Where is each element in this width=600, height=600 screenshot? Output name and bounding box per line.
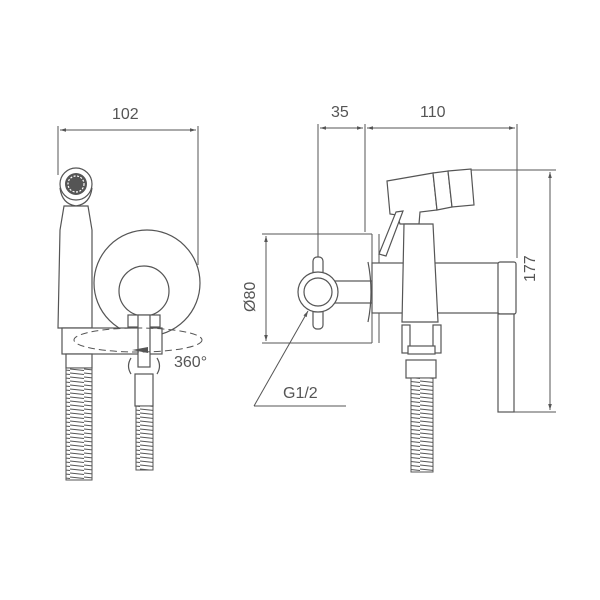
side-view xyxy=(253,124,556,473)
label-rotation-360: 360° xyxy=(174,354,208,371)
label-width-102: 102 xyxy=(112,106,139,123)
front-view xyxy=(57,126,203,481)
hose-side xyxy=(410,377,434,473)
cross-valve xyxy=(297,256,373,330)
thread-leader xyxy=(253,310,346,407)
dimension-177 xyxy=(470,169,556,413)
hose-right xyxy=(135,405,154,471)
label-diameter-80: Ø80 xyxy=(242,281,259,312)
dimension-35-110 xyxy=(317,124,518,258)
hand-shower-side xyxy=(378,168,475,379)
hand-shower-head xyxy=(57,167,93,329)
holder-stem xyxy=(497,313,515,413)
hose-left xyxy=(65,367,93,481)
holder-cap xyxy=(497,261,517,315)
label-thread-g12: G1/2 xyxy=(283,385,318,402)
label-projection-110: 110 xyxy=(420,104,446,121)
label-height-177: 177 xyxy=(522,255,539,282)
rotation-indicator xyxy=(73,327,203,353)
label-depth-35: 35 xyxy=(331,104,349,121)
dimension-102 xyxy=(57,126,199,265)
